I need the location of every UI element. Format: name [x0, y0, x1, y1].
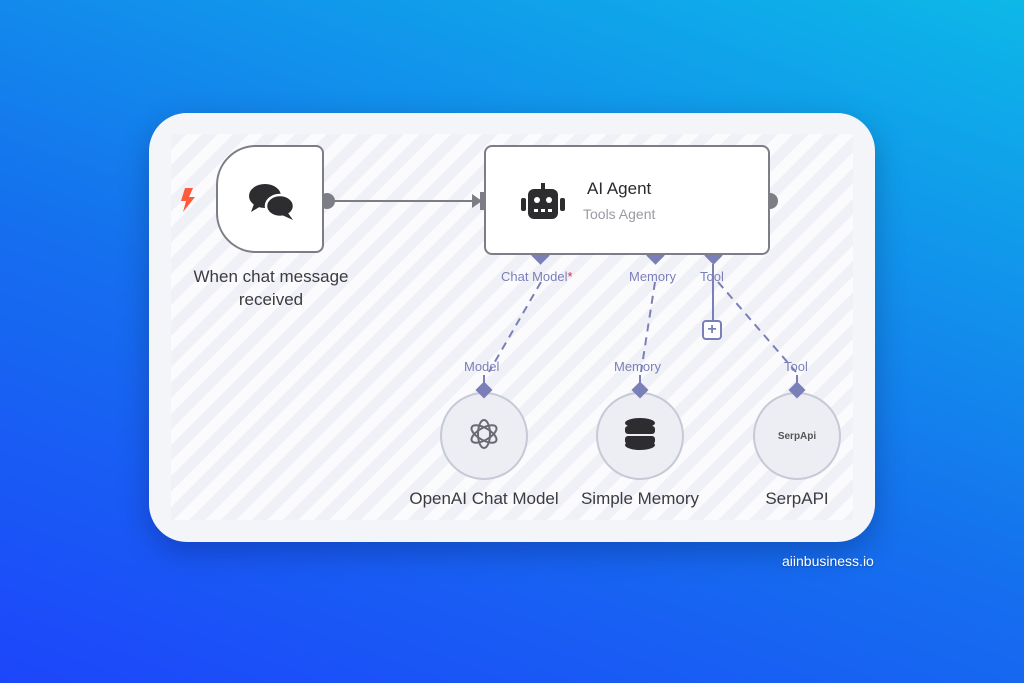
openai-port-label: Model: [464, 359, 500, 374]
agent-title: AI Agent: [587, 179, 652, 198]
trigger-label-line1: When chat message: [193, 267, 349, 286]
tool-port-label: Tool: [700, 269, 724, 284]
serpapi-label: SerpAPI: [765, 489, 829, 508]
trigger-node[interactable]: [216, 145, 324, 253]
openai-label: OpenAI Chat Model: [409, 489, 559, 508]
trigger-label: When chat message received: [175, 265, 367, 311]
memory-label: Simple Memory: [580, 489, 700, 508]
lightning-icon: [178, 187, 198, 218]
trigger-label-line2: received: [238, 290, 304, 309]
robot-icon: [519, 183, 567, 226]
simple-memory-node[interactable]: [596, 392, 684, 480]
chat-bubbles-icon: [248, 182, 296, 227]
ai-agent-node[interactable]: [484, 145, 770, 255]
openai-icon: [467, 417, 501, 456]
database-icon: [624, 417, 656, 456]
agent-subtitle: Tools Agent: [583, 206, 656, 222]
add-tool-button[interactable]: +: [702, 320, 722, 340]
openai-chat-model-node[interactable]: [440, 392, 528, 480]
watermark: aiinbusiness.io: [782, 553, 874, 569]
chat-model-label-text: Chat Model: [501, 269, 568, 284]
serpapi-node[interactable]: SerpApi: [753, 392, 841, 480]
memory-port-label: Memory: [629, 269, 676, 284]
memory-node-port-label: Memory: [614, 359, 661, 374]
serpapi-logo: SerpApi: [777, 430, 817, 442]
serpapi-port-label: Tool: [784, 359, 808, 374]
required-marker: *: [567, 269, 573, 284]
chat-model-port-label: Chat Model*: [501, 269, 573, 284]
